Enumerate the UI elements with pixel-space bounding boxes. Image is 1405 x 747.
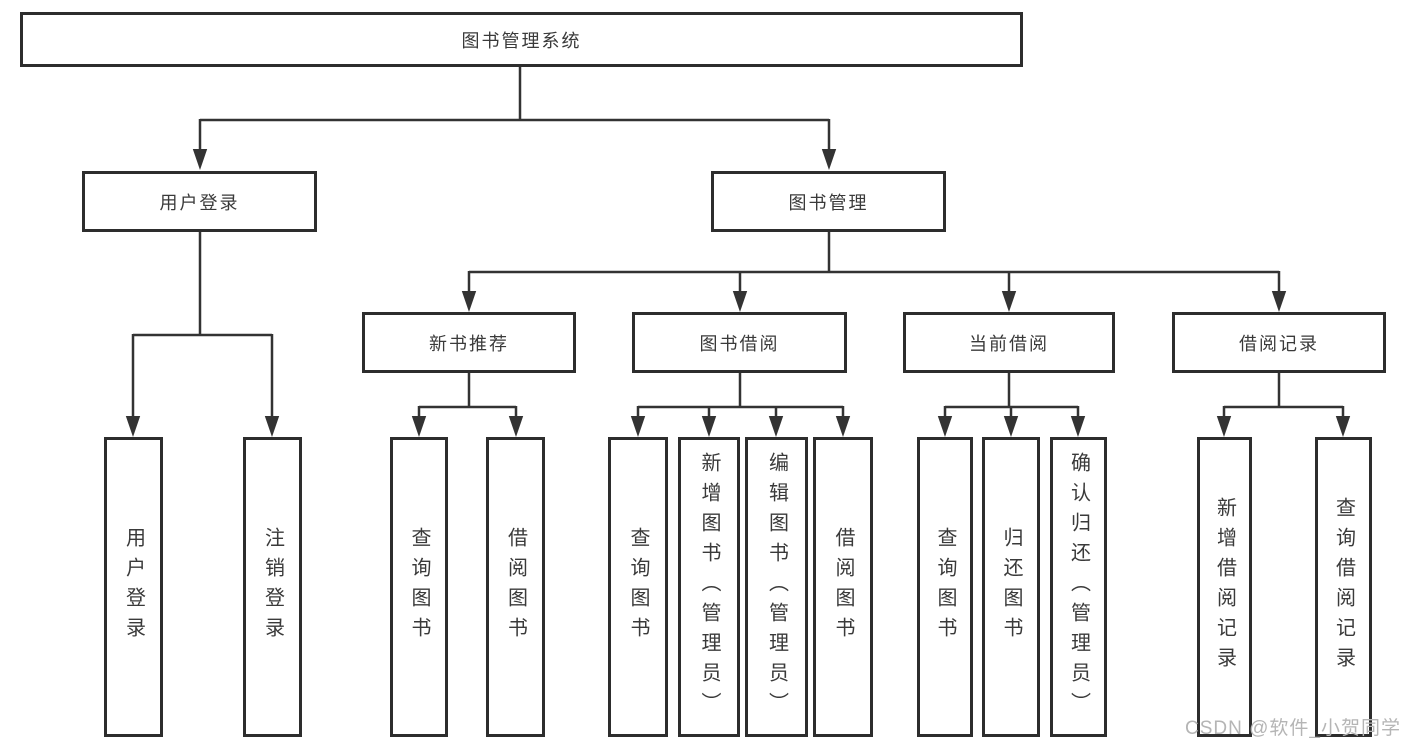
leaf-label: 用户登录: [122, 527, 145, 647]
node-label: 新书推荐: [429, 333, 509, 354]
leaf-label: 新增图书（管理员）: [698, 452, 720, 722]
node-current-borrowing: 当前借阅: [903, 312, 1115, 373]
node-borrow-records: 借阅记录: [1172, 312, 1386, 373]
leaf-label: 借阅图书: [832, 527, 854, 647]
node-library-system: 图书管理系统: [20, 12, 1023, 67]
leaf-label: 查询图书: [408, 527, 430, 647]
node-book-borrowing: 图书借阅: [632, 312, 847, 373]
node-label: 当前借阅: [969, 333, 1049, 354]
leaf-user-login: 用户登录: [104, 437, 163, 737]
leaf-query-books-borrowing: 查询图书: [608, 437, 668, 737]
leaf-logout: 注销登录: [243, 437, 302, 737]
leaf-borrow-books-recommend: 借阅图书: [486, 437, 545, 737]
csdn-watermark: CSDN @软件_小贺同学: [1185, 718, 1401, 739]
leaf-add-books-admin: 新增图书（管理员）: [678, 437, 740, 737]
leaf-label: 查询图书: [627, 527, 649, 647]
leaf-label: 确认归还（管理员）: [1067, 452, 1090, 722]
leaf-label: 借阅图书: [504, 527, 527, 647]
leaf-return-books: 归还图书: [982, 437, 1040, 737]
leaf-query-books-current: 查询图书: [917, 437, 973, 737]
leaf-add-borrow-record: 新增借阅记录: [1197, 437, 1252, 737]
node-new-book-recommend: 新书推荐: [362, 312, 576, 373]
leaf-label: 注销登录: [261, 527, 284, 647]
node-label: 图书管理系统: [461, 30, 582, 51]
leaf-label: 查询图书: [934, 527, 956, 647]
leaf-label: 编辑图书（管理员）: [765, 452, 788, 722]
leaf-query-books-recommend: 查询图书: [390, 437, 448, 737]
node-label: 图书借阅: [699, 333, 780, 354]
leaf-confirm-return-admin: 确认归还（管理员）: [1050, 437, 1107, 737]
node-label: 图书管理: [788, 192, 869, 213]
leaf-label: 新增借阅记录: [1213, 497, 1236, 677]
node-label: 借阅记录: [1239, 333, 1319, 354]
node-book-management: 图书管理: [711, 171, 946, 232]
leaf-edit-books-admin: 编辑图书（管理员）: [745, 437, 808, 737]
node-label: 用户登录: [159, 192, 240, 213]
leaf-label: 查询借阅记录: [1332, 497, 1355, 677]
leaf-label: 归还图书: [1000, 527, 1022, 647]
leaf-query-borrow-record: 查询借阅记录: [1315, 437, 1372, 737]
leaf-borrow-books: 借阅图书: [813, 437, 873, 737]
node-user-login: 用户登录: [82, 171, 317, 232]
